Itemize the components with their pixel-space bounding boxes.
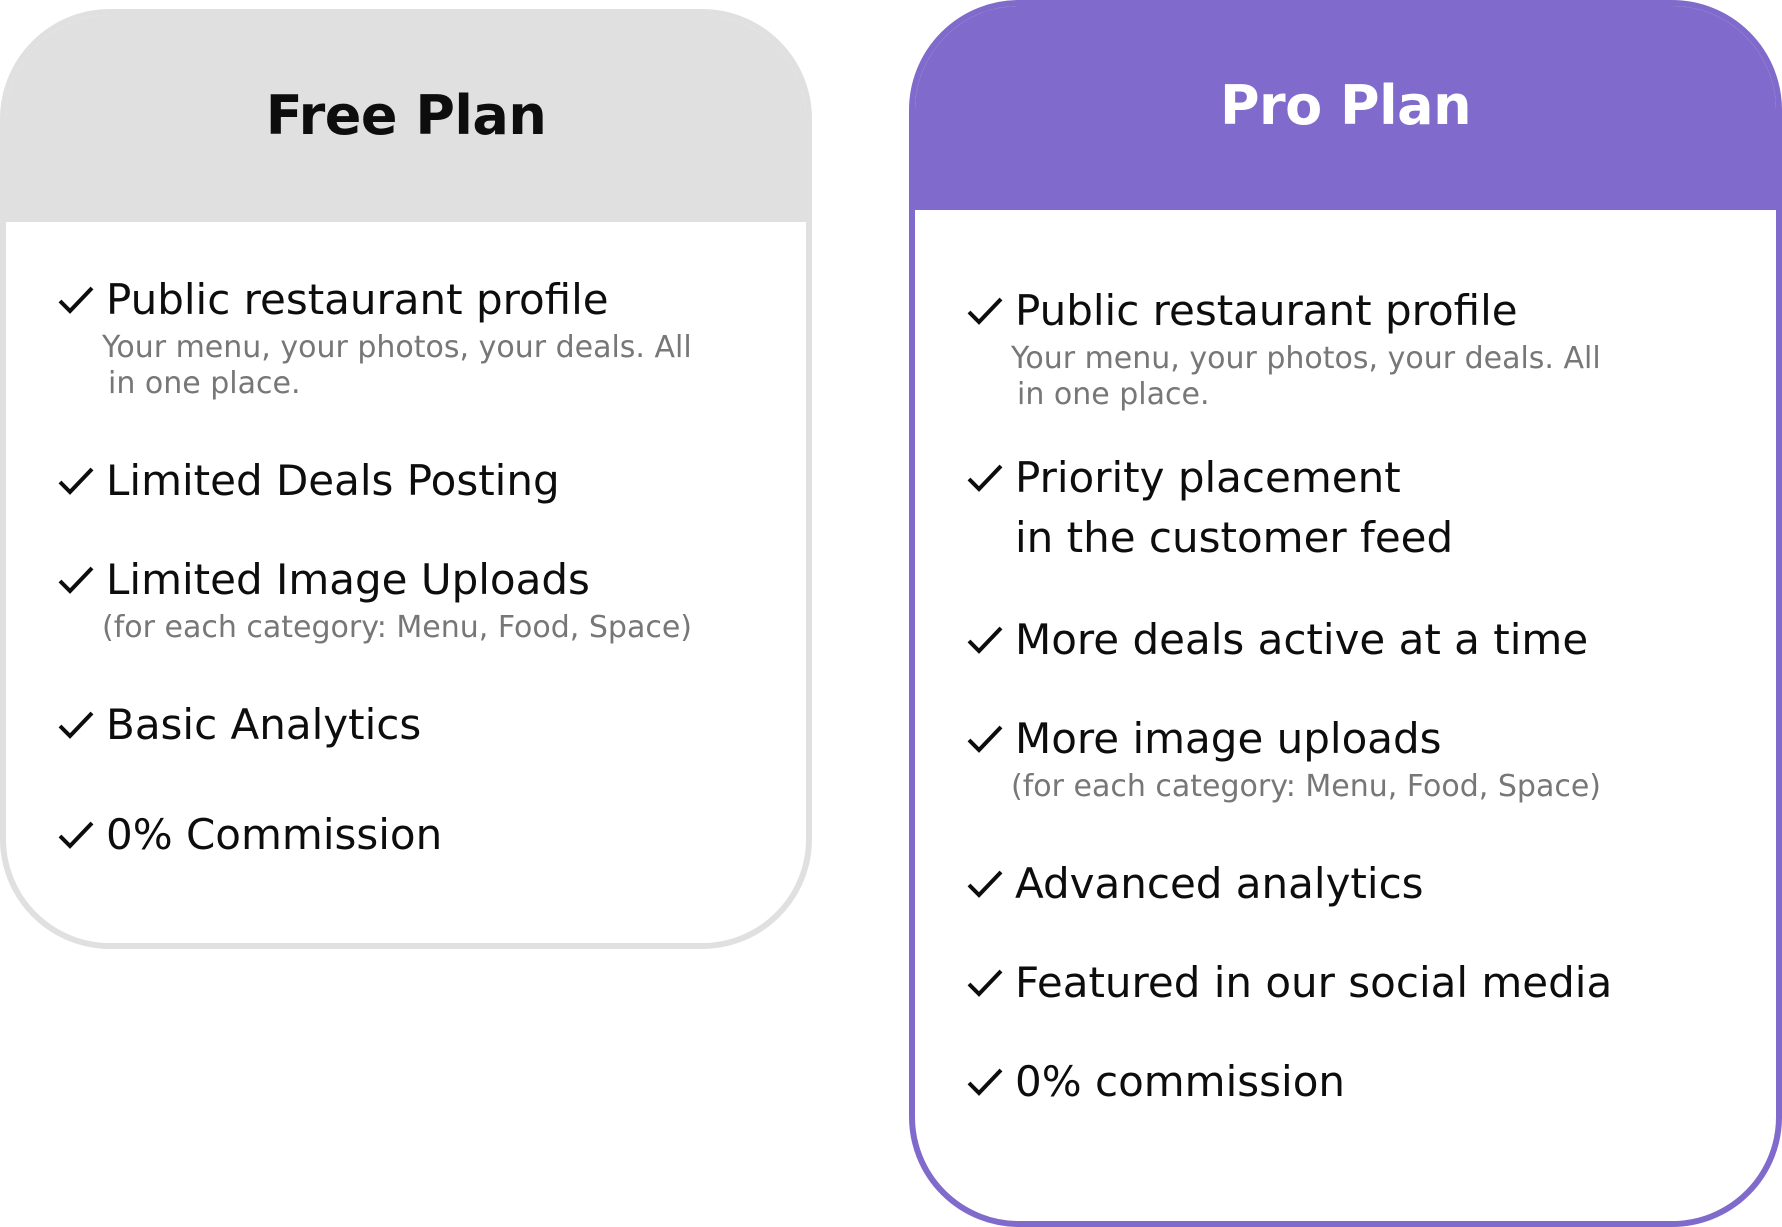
pro-plan-card: Pro Plan Public restaurant profile Your …	[909, 0, 1782, 1227]
checkmark-icon	[965, 622, 1007, 658]
free-plan-title: Free Plan	[6, 15, 806, 222]
checkmark-icon	[965, 293, 1007, 329]
feature-note: in one place.	[108, 366, 301, 401]
feature-label: Public restaurant profile	[1015, 286, 1518, 335]
checkmark-icon	[56, 463, 98, 499]
free-feature-deals: Limited Deals Posting	[56, 451, 560, 511]
feature-label: Limited Image Uploads	[106, 555, 590, 604]
pro-feature-advanced-analytics: Advanced analytics	[965, 854, 1424, 914]
checkmark-icon	[965, 965, 1007, 1001]
feature-note: Your menu, your photos, your deals. All	[102, 330, 692, 365]
feature-label: Limited Deals Posting	[106, 456, 560, 505]
feature-label: Advanced analytics	[1015, 859, 1424, 908]
checkmark-icon	[56, 562, 98, 598]
pro-feature-commission: 0% commission	[965, 1052, 1345, 1112]
pro-feature-more-images: More image uploads (for each category: M…	[965, 709, 1601, 805]
checkmark-icon	[56, 707, 98, 743]
feature-note: (for each category: Menu, Food, Space)	[1011, 769, 1601, 804]
feature-label: More deals active at a time	[1015, 615, 1589, 664]
checkmark-icon	[965, 721, 1007, 757]
free-feature-image-uploads: Limited Image Uploads (for each category…	[56, 550, 692, 646]
checkmark-icon	[965, 460, 1007, 496]
free-plan-card: Free Plan Public restaurant profile Your…	[0, 9, 812, 949]
feature-label: Priority placement	[1015, 453, 1401, 502]
pro-feature-more-deals: More deals active at a time	[965, 610, 1588, 670]
free-feature-analytics: Basic Analytics	[56, 695, 421, 755]
checkmark-icon	[965, 1064, 1007, 1100]
pro-feature-social-media: Featured in our social media	[965, 953, 1612, 1013]
checkmark-icon	[965, 866, 1007, 902]
feature-note: Your menu, your photos, your deals. All	[1011, 341, 1601, 376]
checkmark-icon	[56, 817, 98, 853]
pro-plan-title: Pro Plan	[915, 6, 1776, 210]
pro-feature-public-profile: Public restaurant profile Your menu, you…	[965, 281, 1601, 413]
feature-note: (for each category: Menu, Food, Space)	[102, 610, 692, 645]
feature-label: Public restaurant profile	[106, 275, 609, 324]
feature-label: 0% Commission	[106, 810, 443, 859]
feature-label: 0% commission	[1015, 1057, 1346, 1106]
checkmark-icon	[56, 282, 98, 318]
free-feature-commission: 0% Commission	[56, 805, 442, 865]
feature-label: More image uploads	[1015, 714, 1442, 763]
feature-label: Basic Analytics	[106, 700, 422, 749]
feature-note: in one place.	[1017, 377, 1210, 412]
feature-label-line2: in the customer feed	[1015, 513, 1454, 562]
free-feature-public-profile: Public restaurant profile Your menu, you…	[56, 270, 692, 402]
feature-label: Featured in our social media	[1015, 958, 1613, 1007]
pro-feature-priority-placement: Priority placement in the customer feed	[965, 448, 1453, 568]
